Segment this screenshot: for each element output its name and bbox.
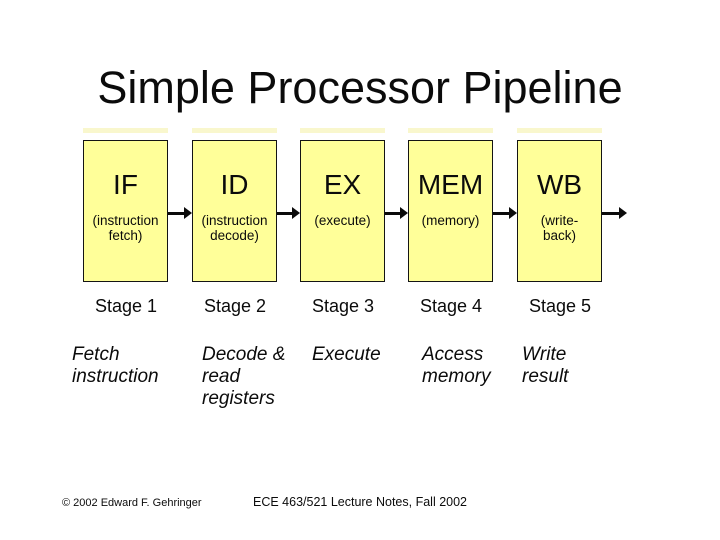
arrow-head-icon (619, 207, 627, 219)
box-top-stripe (517, 128, 602, 133)
stage-description: Decode & read registers (202, 344, 286, 409)
box-top-stripe (300, 128, 385, 133)
box-top-stripe (83, 128, 168, 133)
stage-abbr: EX (323, 169, 362, 200)
flow-arrow-icon (602, 206, 627, 221)
footer-course-info: ECE 463/521 Lecture Notes, Fall 2002 (252, 495, 468, 509)
stage-box-wb: WB (write- back) (517, 140, 602, 282)
stage-number-label: Stage 5 (528, 296, 592, 316)
stage-description: Access memory (422, 344, 491, 387)
stage-abbr: ID (220, 169, 249, 200)
stage-box-mem: MEM (memory) (408, 140, 493, 282)
footer-copyright: © 2002 Edward F. Gehringer (62, 497, 202, 509)
arrow-head-icon (509, 207, 517, 219)
stage-expansion: (memory) (421, 213, 480, 228)
slide-title: Simple Processor Pipeline (97, 62, 623, 113)
stage-expansion: (execute) (314, 213, 371, 228)
stage-abbr: WB (536, 169, 583, 200)
stage-box-ex: EX (execute) (300, 140, 385, 282)
stage-number-label: Stage 2 (203, 296, 267, 316)
arrow-shaft (277, 212, 294, 215)
flow-arrow-icon (493, 206, 517, 221)
stage-abbr: MEM (417, 169, 484, 200)
stage-number-label: Stage 4 (419, 296, 483, 316)
stage-description: Execute (312, 344, 381, 365)
stage-description: Write result (522, 344, 569, 387)
arrow-shaft (385, 212, 402, 215)
stage-box-if: IF (instruction fetch) (83, 140, 168, 282)
flow-arrow-icon (385, 206, 408, 221)
stage-number-label: Stage 1 (94, 296, 158, 316)
arrow-shaft (493, 212, 511, 215)
arrow-head-icon (184, 207, 192, 219)
flow-arrow-icon (168, 206, 192, 221)
arrow-head-icon (400, 207, 408, 219)
arrow-shaft (168, 212, 186, 215)
stage-abbr: IF (113, 169, 138, 200)
arrow-head-icon (292, 207, 300, 219)
stage-description: Fetch instruction (72, 344, 159, 387)
arrow-shaft (602, 212, 621, 215)
box-top-stripe (192, 128, 277, 133)
stage-box-id: ID (instruction decode) (192, 140, 277, 282)
box-top-stripe (408, 128, 493, 133)
stage-expansion: (write- back) (540, 213, 579, 243)
flow-arrow-icon (277, 206, 300, 221)
stage-expansion: (instruction fetch) (92, 213, 159, 243)
stage-number-label: Stage 3 (311, 296, 375, 316)
stage-expansion: (instruction decode) (201, 213, 268, 243)
